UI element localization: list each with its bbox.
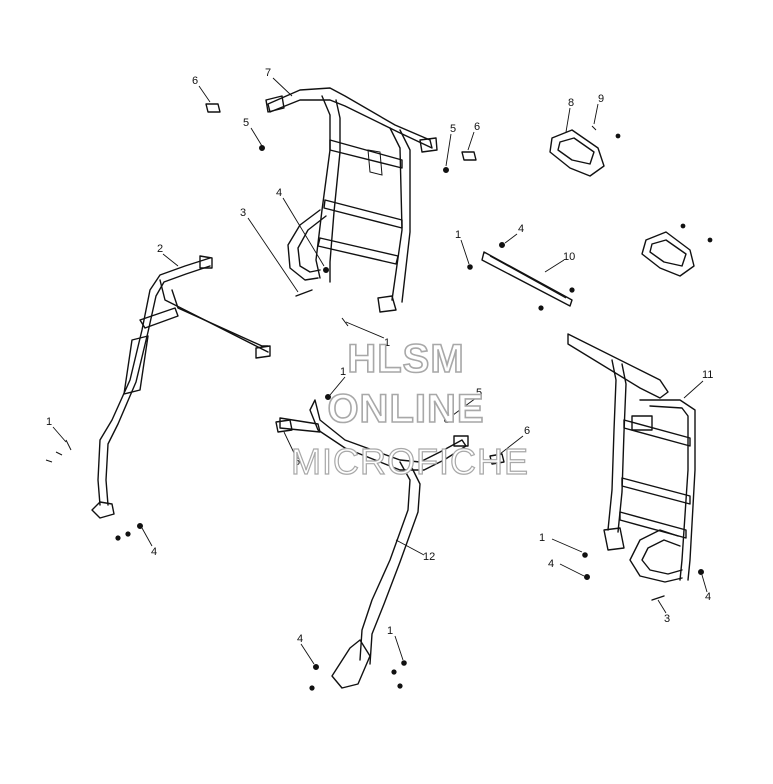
callout-3: 3: [664, 613, 670, 625]
callout-1: 1: [455, 229, 461, 241]
part-2-left-side-frame: [91, 255, 271, 519]
callout-5: 1: [340, 366, 346, 378]
callout-6: 6: [474, 121, 480, 133]
callout-4: 4: [151, 546, 157, 558]
callout-5: 5: [450, 123, 456, 135]
callout-11: 11: [702, 369, 713, 381]
callout-1: 1: [387, 625, 393, 637]
callout-3: 3: [240, 207, 246, 219]
callout-4: 4: [705, 591, 711, 603]
part-8-handle-grip: [549, 129, 695, 277]
callout-4: 4: [548, 558, 554, 570]
callout-9: 9: [598, 93, 604, 105]
callout-1: 1: [384, 337, 390, 349]
callout-2: 2: [157, 243, 163, 255]
callout-5: 5: [476, 387, 482, 399]
callout-8: 8: [568, 97, 574, 109]
callout-10: 10: [563, 251, 575, 263]
callout-1: 1: [539, 532, 545, 544]
callout-labels: 7 6 5 5 6 8 9 4 3 2 1 4 10 1 11 1 5 6 6 …: [46, 67, 713, 645]
callout-6: 6: [294, 456, 300, 468]
callout-4: 4: [518, 223, 524, 235]
hardware-fasteners: [45, 103, 713, 691]
callout-7: 7: [265, 67, 271, 79]
watermark: HLSM ONLINE MICROFICHE: [290, 336, 529, 482]
part-11-right-rear-frame: [567, 333, 696, 583]
callout-4: 4: [276, 187, 282, 199]
part-12-front-frame: [279, 399, 469, 689]
callout-12: 12: [423, 551, 435, 563]
part-10-crossbar: [481, 251, 573, 307]
callout-6: 6: [524, 425, 530, 437]
callout-1: 1: [46, 416, 52, 428]
watermark-line-3: MICROFICHE: [291, 441, 529, 482]
callout-5: 5: [243, 117, 249, 129]
callout-4: 4: [297, 633, 303, 645]
watermark-line-1: HLSM: [347, 337, 464, 381]
callout-6: 6: [192, 75, 198, 87]
part-7-rear-frame: [265, 87, 438, 313]
leader-lines: [52, 77, 708, 665]
watermark-line-2: ONLINE: [327, 387, 484, 431]
